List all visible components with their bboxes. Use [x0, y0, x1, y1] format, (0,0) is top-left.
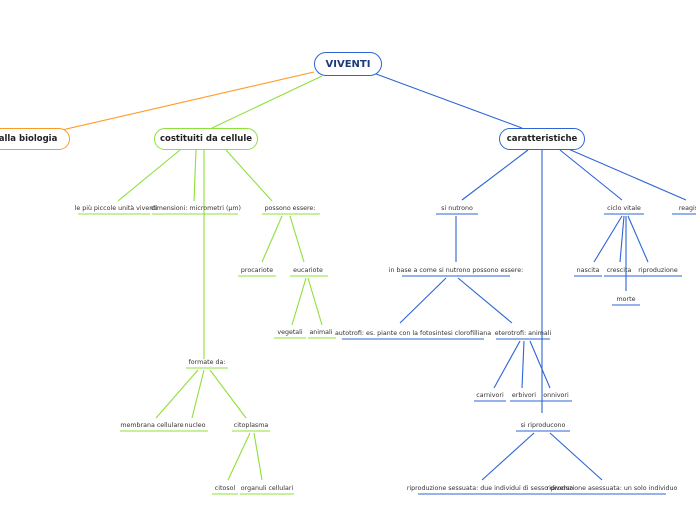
- topic-vegetali[interactable]: vegetali: [277, 329, 303, 336]
- topic-eterotrofi[interactable]: eterotrofi: animali: [494, 330, 552, 337]
- root-node[interactable]: VIVENTI: [314, 52, 382, 76]
- topic-dimensioni[interactable]: dimensioni: micrometri (μm): [150, 205, 242, 212]
- topic-eucariote[interactable]: eucariote: [293, 267, 323, 274]
- topic-nucleo[interactable]: nucleo: [184, 422, 206, 429]
- topic-si-nutrono[interactable]: si nutrono: [441, 205, 473, 212]
- topic-animali[interactable]: animali: [309, 329, 333, 336]
- topic-riproduzione[interactable]: riproduzione: [638, 267, 678, 274]
- branch-biologia[interactable]: dalla biologia: [0, 128, 70, 150]
- topic-sessuata[interactable]: riproduzione sessuata: due individui di …: [406, 485, 574, 492]
- branch-cellule[interactable]: costituiti da cellule: [154, 128, 258, 150]
- topic-carnivori[interactable]: carnivori: [476, 392, 504, 399]
- topic-citosol[interactable]: citosol: [214, 485, 236, 492]
- topic-formate-da[interactable]: formate da:: [188, 359, 226, 366]
- topic-crescita[interactable]: crescita: [606, 267, 632, 274]
- topic-onnivori[interactable]: onnivori: [543, 392, 569, 399]
- topic-in-base[interactable]: in base a come si nutrono possono essere…: [388, 267, 524, 274]
- topic-si-riproducono[interactable]: si riproducono: [520, 422, 566, 429]
- topic-reagiscono[interactable]: reagiscono: [678, 205, 696, 212]
- topic-ciclo-vitale[interactable]: ciclo vitale: [607, 205, 641, 212]
- topic-erbivori[interactable]: erbivori: [511, 392, 537, 399]
- topic-citoplasma[interactable]: citoplasma: [233, 422, 269, 429]
- topic-asessuata[interactable]: riproduzione asessuata: un solo individu…: [546, 485, 678, 492]
- topic-procariote[interactable]: procariote: [240, 267, 274, 274]
- topic-morte[interactable]: morte: [616, 296, 636, 303]
- branch-caratteristiche[interactable]: caratteristiche: [499, 128, 585, 150]
- topic-nascita[interactable]: nascita: [576, 267, 600, 274]
- topic-membrana[interactable]: membrana cellulare: [120, 422, 184, 429]
- topic-piccole[interactable]: le più piccole unità viventi: [74, 205, 158, 212]
- topic-autotrofi[interactable]: autotrofi: es. piante con la fotosintesi…: [334, 330, 492, 337]
- topic-organuli[interactable]: organuli cellulari: [240, 485, 294, 492]
- topic-possono-essere[interactable]: possono essere:: [264, 205, 316, 212]
